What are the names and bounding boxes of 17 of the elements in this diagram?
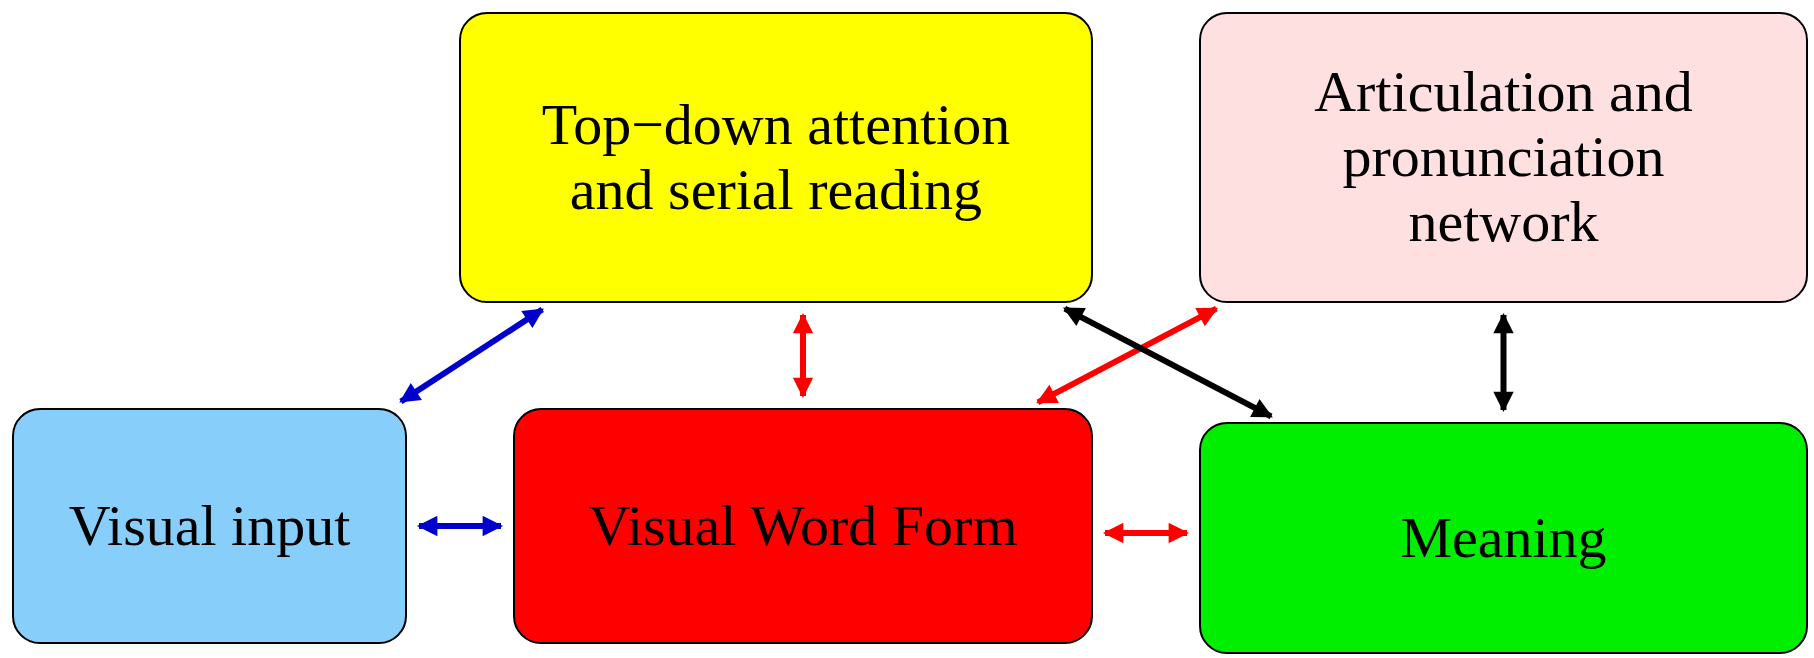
double-arrow	[1063, 305, 1273, 420]
box-label: Visual input	[68, 493, 351, 559]
process-box	[513, 408, 1093, 644]
process-box	[12, 408, 407, 644]
double-arrow	[1102, 522, 1190, 544]
box-label: Meaning	[1400, 505, 1607, 571]
double-arrow	[399, 307, 544, 404]
box-label: Visual Word Form	[588, 493, 1018, 559]
process-box	[459, 12, 1093, 303]
double-arrow	[416, 515, 504, 537]
double-arrow	[1036, 305, 1219, 406]
box-label: Articulation and pronunciation network	[1313, 60, 1694, 255]
process-box	[1199, 422, 1808, 654]
box-label: Top−down attention and serial reading	[540, 92, 1012, 223]
double-arrow	[1493, 312, 1514, 413]
double-arrow	[792, 312, 814, 399]
process-box	[1199, 12, 1808, 303]
